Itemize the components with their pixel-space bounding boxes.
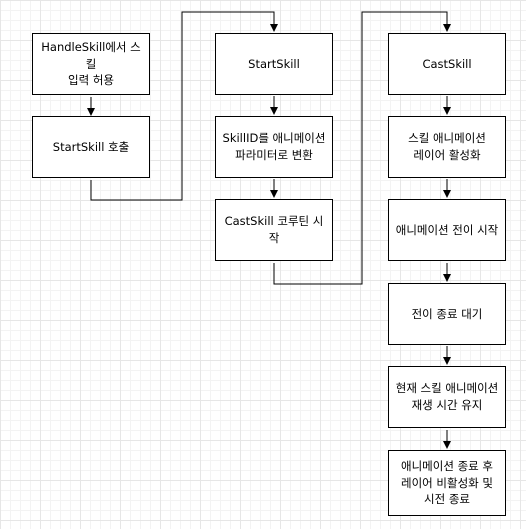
node-start-skill-call[interactable]: StartSkill 호출: [32, 116, 150, 178]
node-handle-skill-input[interactable]: HandleSkill에서 스킬 입력 허용: [32, 33, 150, 95]
edge-call-to-startskill: [90, 11, 278, 201]
node-wait-transition-end[interactable]: 전이 종료 대기: [388, 283, 506, 345]
node-skill-id-convert[interactable]: SkillID를 애니메이션 파라미터로 변환: [215, 116, 333, 178]
node-start-skill[interactable]: StartSkill: [215, 33, 333, 95]
node-start-transition[interactable]: 애니메이션 전이 시작: [388, 199, 506, 261]
node-cast-skill-coroutine[interactable]: CastSkill 코루틴 시작: [215, 199, 333, 261]
edge-coroutine-to-castskill: [273, 11, 451, 285]
node-deactivate-layer[interactable]: 애니메이션 종료 후 레이어 비활성화 및 시전 종료: [388, 450, 506, 516]
node-keep-playback[interactable]: 현재 스킬 애니메이션 재생 시간 유지: [388, 366, 506, 428]
node-activate-layer[interactable]: 스킬 애니메이션 레이어 활성화: [388, 116, 506, 178]
node-cast-skill[interactable]: CastSkill: [388, 33, 506, 95]
